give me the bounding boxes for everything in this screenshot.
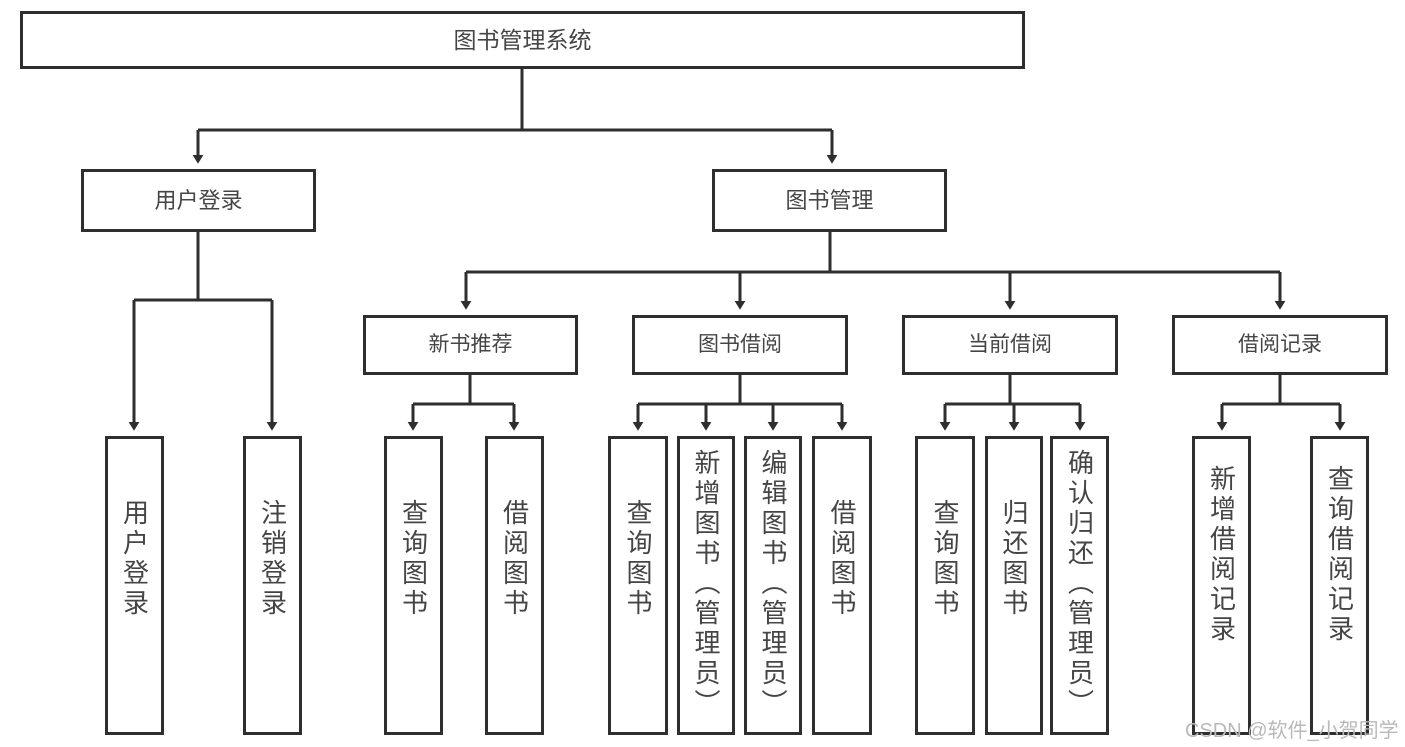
node-leaf-user-logout[interactable]: 注销登录: [243, 436, 302, 735]
node-label: 注销登录: [257, 499, 288, 619]
node-label: 用户登录: [119, 499, 150, 619]
node-leaf-add-book[interactable]: 新增图书（管理员）: [677, 436, 735, 735]
node-label: 新增图书（管理员）: [691, 449, 721, 719]
node-label: 归还图书: [999, 499, 1029, 619]
node-label: 查询图书: [930, 499, 960, 619]
node-label: 当前借阅: [968, 332, 1052, 356]
node-root-system[interactable]: 图书管理系统: [20, 11, 1025, 69]
node-current-borrow[interactable]: 当前借阅: [902, 315, 1118, 375]
node-leaf-confirm-return[interactable]: 确认归还（管理员）: [1050, 436, 1109, 735]
node-borrow-record[interactable]: 借阅记录: [1172, 315, 1388, 375]
node-label: 查询图书: [398, 499, 429, 619]
node-leaf-borrow-book-1[interactable]: 借阅图书: [485, 436, 544, 735]
node-label: 借阅图书: [499, 499, 530, 619]
node-leaf-query-book-1[interactable]: 查询图书: [384, 436, 443, 735]
node-label: 新增借阅记录: [1206, 465, 1237, 645]
node-book-management[interactable]: 图书管理: [712, 169, 947, 232]
node-label: 借阅图书: [827, 499, 857, 619]
node-label: 新书推荐: [428, 332, 513, 356]
node-new-book-recommend[interactable]: 新书推荐: [363, 315, 578, 375]
node-label: 查询借阅记录: [1324, 465, 1355, 645]
node-leaf-query-book-3[interactable]: 查询图书: [915, 436, 975, 735]
node-book-borrow[interactable]: 图书借阅: [632, 315, 848, 375]
node-label: 查询图书: [623, 499, 653, 619]
node-label: 确认归还（管理员）: [1064, 449, 1095, 719]
node-leaf-borrow-book-2[interactable]: 借阅图书: [812, 436, 872, 735]
node-leaf-return-book[interactable]: 归还图书: [985, 436, 1043, 735]
node-label: 图书管理系统: [453, 26, 592, 53]
node-leaf-query-record[interactable]: 查询借阅记录: [1310, 436, 1369, 735]
node-user-login[interactable]: 用户登录: [81, 169, 316, 232]
node-label: 编辑图书（管理员）: [758, 449, 788, 719]
node-label: 用户登录: [154, 187, 243, 213]
node-leaf-add-record[interactable]: 新增借阅记录: [1192, 436, 1251, 735]
node-leaf-query-book-2[interactable]: 查询图书: [608, 436, 668, 735]
node-label: 图书借阅: [698, 332, 782, 356]
csdn-watermark: CSDN @软件_小贺同学: [1185, 720, 1399, 742]
node-leaf-user-login[interactable]: 用户登录: [105, 436, 164, 735]
node-label: 借阅记录: [1238, 332, 1322, 356]
node-leaf-edit-book[interactable]: 编辑图书（管理员）: [744, 436, 802, 735]
node-label: 图书管理: [785, 187, 874, 213]
